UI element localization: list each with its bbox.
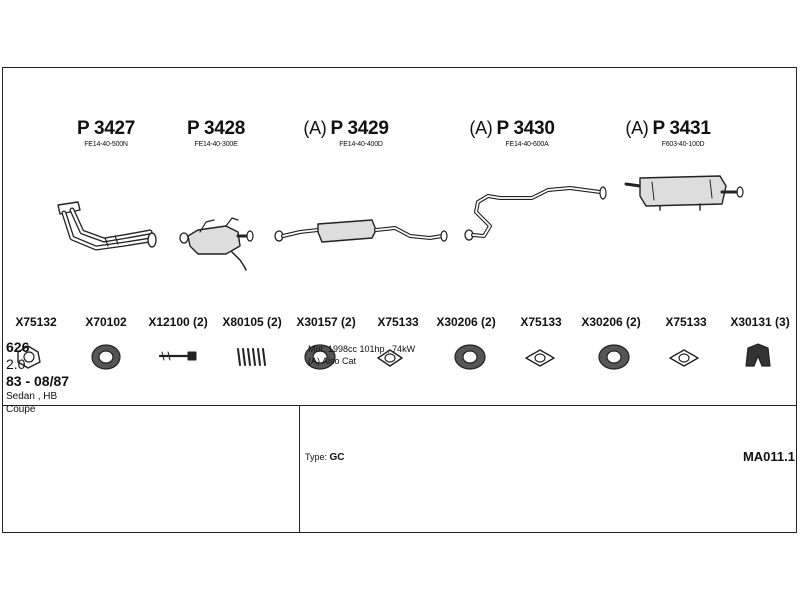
divider-vertical (299, 405, 300, 532)
also-cat-prefix: (A) (303, 118, 327, 138)
accessory-label: X70102 (85, 315, 127, 329)
accessory-label: X75133 (520, 315, 562, 329)
part-heading-1: P 3427 FE14-40-500N (68, 118, 144, 148)
accessory-label: X75133 (665, 315, 707, 329)
part-number: FE14-40-500N (84, 141, 128, 148)
part-heading-4: (A)P 3430 FE14-40-600A (462, 118, 562, 148)
body-type: Sedan , HB (6, 391, 58, 402)
accessory-label: X30131 (3) (730, 315, 790, 329)
model-years: 83 - 08/87 (6, 373, 70, 389)
gasket-icon (377, 349, 403, 367)
ring-icon (598, 344, 630, 370)
also-cat-prefix: (A) (469, 118, 493, 138)
rear-silencer-drawing (624, 175, 744, 211)
part-heading-5: (A)P 3431 F603-40-100D (618, 118, 718, 148)
spring-icon (237, 348, 266, 366)
accessory-label: X75132 (15, 315, 57, 329)
bolt-icon (158, 351, 197, 361)
ring-icon (91, 344, 121, 370)
ring-icon (304, 344, 336, 370)
accessory-label: X75133 (377, 315, 419, 329)
divider-horizontal (3, 405, 796, 406)
part-number: F603-40-100D (661, 141, 705, 148)
middle-box-drawing (274, 219, 448, 243)
part-code: P 3429 (330, 118, 389, 139)
part-number: FE14-40-300E (194, 141, 238, 148)
vehicle-model: 626 (6, 339, 30, 355)
front-pipe-drawing (57, 201, 157, 251)
part-code: P 3427 (76, 118, 136, 139)
part-number: FE14-40-400D (339, 141, 383, 148)
accessory-label: X12100 (2) (148, 315, 208, 329)
body-type-2: Coupe (6, 404, 36, 415)
type-label: Type: (305, 452, 328, 462)
gasket-icon (525, 349, 555, 367)
intermediate-pipe-drawing (464, 186, 607, 241)
part-number: FE14-40-600A (505, 141, 549, 148)
part-heading-2: P 3428 FE14-40-300E (178, 118, 254, 148)
accessory-label: X30206 (2) (436, 315, 496, 329)
catalyst-drawing (179, 217, 254, 271)
part-heading-3: (A)P 3429 FE14-40-400D (296, 118, 396, 148)
notes: Mot. 1998cc 101hp , 74kW (A) Also Cat (308, 343, 415, 367)
accessory-label: X80105 (2) (222, 315, 282, 329)
also-cat-prefix: (A) (625, 118, 649, 138)
gasket-icon (17, 345, 41, 369)
accessory-label: X30206 (2) (581, 315, 641, 329)
accessory-label: X30157 (2) (296, 315, 356, 329)
gasket-icon (669, 349, 699, 367)
diagram-frame (2, 67, 797, 533)
part-code: P 3428 (186, 118, 246, 139)
motor-spec: Mot. 1998cc 101hp , 74kW (308, 344, 416, 354)
type-value: GC (329, 452, 345, 463)
hanger-icon (745, 343, 771, 367)
also-cat-note: (A) Also Cat (308, 356, 357, 366)
part-code: P 3430 (496, 118, 555, 139)
vehicle-info: 626 2.0 83 - 08/87 Sedan , HB Coupe (6, 339, 69, 416)
type-line: Type: GC (305, 452, 345, 463)
reference-code: MA011.1 (742, 449, 795, 464)
engine-size: 2.0 (6, 356, 26, 372)
part-code: P 3431 (652, 118, 711, 139)
ring-icon (454, 344, 486, 370)
